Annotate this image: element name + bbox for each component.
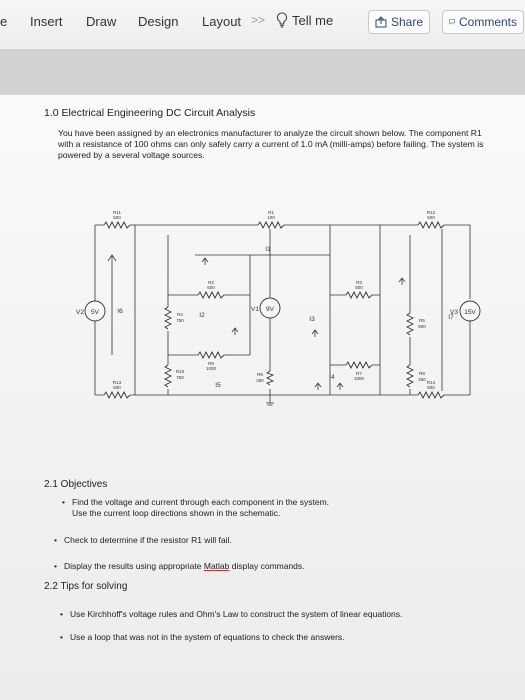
r8-label: R8 <box>419 371 425 376</box>
v1-value: 9V <box>266 306 275 313</box>
resistor-r14-zigzag <box>417 390 445 400</box>
resistor-r12-zigzag <box>417 220 445 230</box>
resistor-r1-zigzag <box>257 220 285 230</box>
r3-label: R3 <box>356 280 362 285</box>
r7-label: R7 <box>356 371 362 376</box>
loop-label-i5: I5 <box>215 382 221 389</box>
r7-value: 1000 <box>354 376 365 381</box>
resistor-r8-zigzag <box>405 364 415 388</box>
loop-arrow-left <box>107 254 117 355</box>
resistor-r2-zigzag <box>197 290 225 300</box>
tab-draw[interactable]: Draw <box>86 14 117 29</box>
r4-value: 750 <box>176 318 184 323</box>
v3-name: V3 <box>450 309 458 316</box>
resistor-r9-zigzag <box>197 350 225 360</box>
resistor-r6-zigzag <box>265 370 275 386</box>
objectives-heading: 2.1 Objectives <box>44 479 108 490</box>
loop-arrow-i2 <box>231 327 239 335</box>
objective-item-3: •Display the results using appropriate M… <box>54 561 305 571</box>
resistor-r3-zigzag <box>345 290 373 300</box>
tip-item-1: •Use Kirchhoff's voltage rules and Ohm's… <box>60 609 403 619</box>
resistor-r13-zigzag <box>103 390 131 400</box>
ground-symbol <box>266 395 274 406</box>
loop-arrow-i5 <box>336 382 344 390</box>
tab-insert[interactable]: Insert <box>30 14 63 29</box>
tab-partial[interactable]: e <box>0 14 8 29</box>
intro-paragraph: You have been assigned by an electronics… <box>58 128 484 160</box>
v1-name: V1 <box>251 306 259 313</box>
r11-label: R11 <box>113 210 121 215</box>
loop-arrow-i4 <box>314 382 322 390</box>
r12-value: 500 <box>427 215 435 220</box>
circuit-schematic: R11 500 R1 100 R12 500 R2 500 R3 500 R9 … <box>76 210 481 406</box>
r14-label: R14 <box>427 380 436 385</box>
r8-value: 250 <box>418 377 426 382</box>
tip-item-2: •Use a loop that was not in the system o… <box>60 632 345 642</box>
loop-label-i6: I6 <box>117 308 123 315</box>
loop-label-i1: I1 <box>265 246 271 253</box>
r5-label: R5 <box>419 318 425 323</box>
document-page[interactable]: 1.0 Electrical Engineering DC Circuit An… <box>0 95 525 700</box>
v2-name: V2 <box>76 309 84 316</box>
objective-item-2: •Check to determine if the resistor R1 w… <box>54 535 232 545</box>
r13-label: R13 <box>113 380 122 385</box>
r6-value: 250 <box>256 378 264 383</box>
tips-heading: 2.2 Tips for solving <box>44 581 128 592</box>
r14-value: 500 <box>427 385 435 390</box>
r4-label: R4 <box>177 312 183 317</box>
r2-value: 500 <box>207 285 215 290</box>
r10-value: 750 <box>176 375 184 380</box>
share-label: Share <box>390 15 423 29</box>
resistor-r5-zigzag <box>405 312 415 336</box>
tab-design[interactable]: Design <box>138 14 179 29</box>
r11-value: 500 <box>113 215 121 220</box>
r13-value: 500 <box>113 385 121 390</box>
tell-me-label: Tell me <box>292 12 334 28</box>
tab-layout[interactable]: Layout <box>202 14 242 29</box>
resistor-r10-zigzag <box>163 364 173 388</box>
page-heading: 1.0 Electrical Engineering DC Circuit An… <box>44 107 256 119</box>
r9-value: 1000 <box>206 366 217 371</box>
r1-value: 100 <box>267 215 275 220</box>
loop-label-i7: I7 <box>448 314 454 321</box>
loop-arrow-i3 <box>311 329 319 337</box>
r9-label: R9 <box>208 361 214 366</box>
r1-label: R1 <box>268 210 274 215</box>
resistor-r11-zigzag <box>103 220 131 230</box>
share-button[interactable]: Share <box>368 10 430 34</box>
r12-label: R12 <box>427 210 436 215</box>
loop-label-i2: I2 <box>199 312 205 319</box>
v2-value: 5V <box>91 309 100 316</box>
resistor-r7-zigzag <box>345 360 373 370</box>
voltage-source-v3 <box>459 300 481 322</box>
matlab-word: Matlab <box>203 561 230 571</box>
voltage-source-v1 <box>259 297 281 319</box>
loop-label-i3: I3 <box>309 316 315 323</box>
lightbulb-icon <box>276 12 288 28</box>
objective-item-1: •Find the voltage and current through ea… <box>62 497 330 518</box>
loop-label-i4: I4 <box>329 374 335 381</box>
resistor-r4-zigzag <box>163 306 173 330</box>
loop-arrow-i1 <box>201 257 209 265</box>
v3-value: 15V <box>464 309 476 316</box>
tell-me-search[interactable]: Tell me <box>276 12 333 28</box>
comments-button[interactable]: Comments <box>442 10 524 34</box>
ribbon-bar: e Insert Draw Design Layout >> Tell me S… <box>0 0 525 50</box>
r5-value: 500 <box>418 324 426 329</box>
voltage-source-v2 <box>84 300 106 322</box>
more-tabs-chevron[interactable]: >> <box>251 13 266 27</box>
r10-label: R10 <box>176 369 185 374</box>
comment-icon <box>449 19 455 25</box>
loop-arrow-right <box>398 277 406 285</box>
r3-value: 500 <box>355 285 363 290</box>
r6-label: R6 <box>257 372 263 377</box>
share-icon <box>375 16 387 28</box>
r2-label: R2 <box>208 280 214 285</box>
document-canvas-gap <box>0 51 525 99</box>
comments-label: Comments <box>458 15 517 29</box>
